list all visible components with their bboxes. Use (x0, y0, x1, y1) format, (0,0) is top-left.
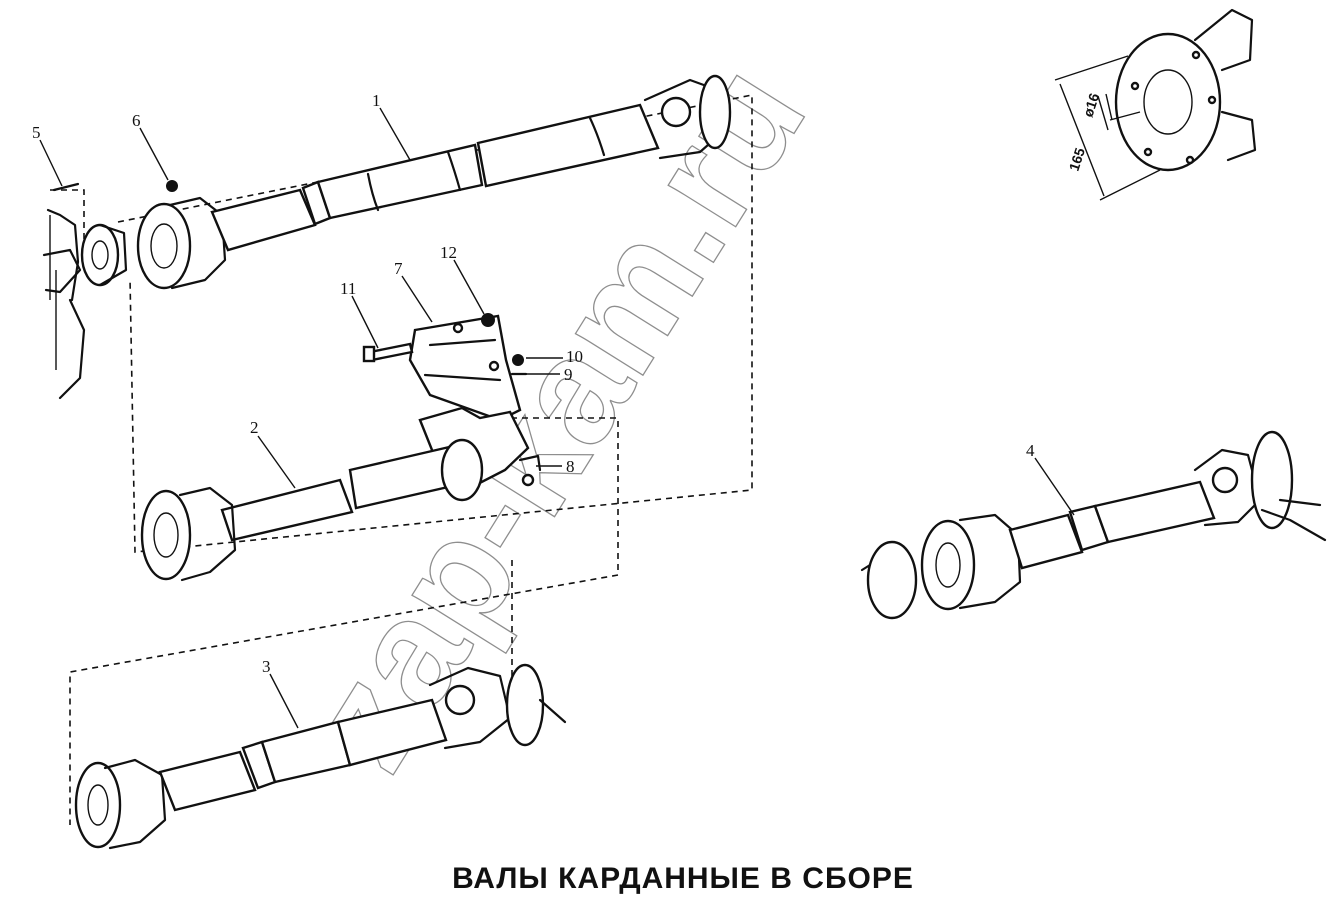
callout-12: 12 (440, 243, 457, 262)
nut-10 (512, 354, 524, 366)
callout-1: 1 (372, 91, 381, 110)
page-title: ВАЛЫ КАРДАННЫЕ В СБОРЕ (452, 862, 914, 895)
bracket-7 (408, 314, 522, 422)
callout-10: 10 (566, 347, 583, 366)
dimension-outer: 165 (1066, 146, 1089, 173)
nut-12 (481, 313, 495, 327)
callout-4: 4 (1026, 441, 1035, 460)
bolt-11 (362, 342, 414, 363)
bolt-5 (52, 182, 80, 192)
nut-6 (166, 180, 178, 192)
shaft-2 (140, 406, 542, 582)
callout-6: 6 (132, 111, 141, 130)
callout-9: 9 (564, 365, 573, 384)
left-mount-fragment (42, 208, 128, 400)
shaft-3 (74, 663, 567, 850)
leader-lines (39, 107, 1075, 729)
flange-detail (1054, 8, 1257, 201)
shaft-1 (136, 74, 732, 290)
callout-7: 7 (394, 259, 403, 278)
callout-3: 3 (262, 657, 271, 676)
callout-5: 5 (32, 123, 41, 142)
dimension-inner: ø16 (1080, 91, 1103, 119)
callout-8: 8 (566, 457, 575, 476)
callout-11: 11 (340, 279, 356, 298)
shaft-4 (860, 430, 1327, 620)
callout-2: 2 (250, 418, 259, 437)
